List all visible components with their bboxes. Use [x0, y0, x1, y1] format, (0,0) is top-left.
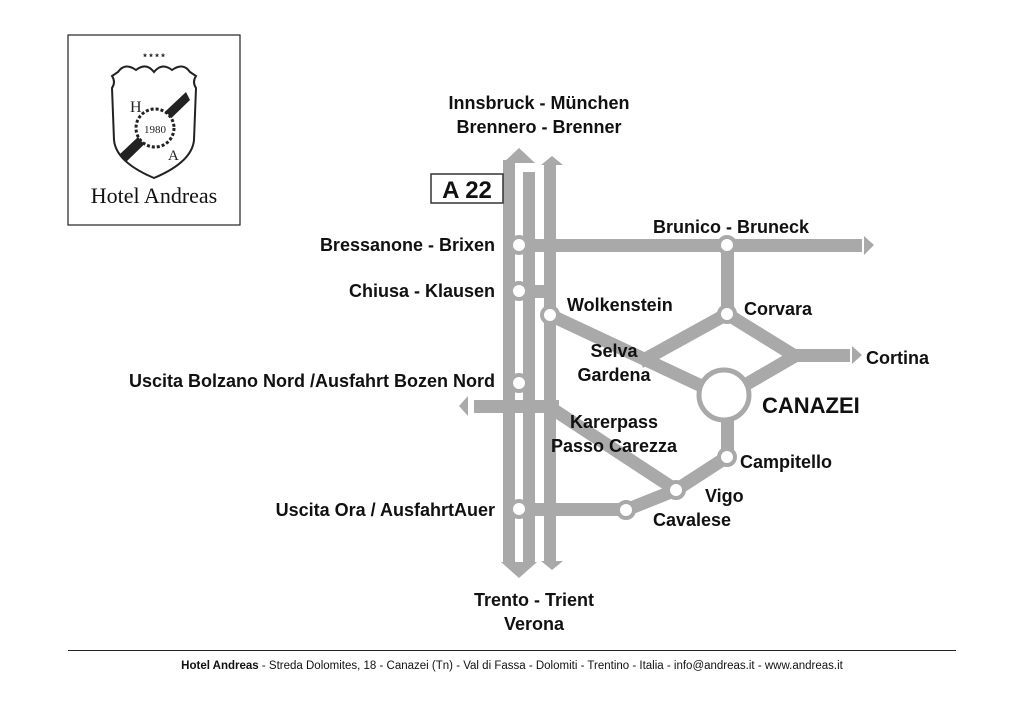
label-canazei: CANAZEI: [762, 393, 860, 418]
label-vigo: Vigo: [705, 486, 744, 506]
footer-address: - Streda Dolomites, 18 - Canazei (Tn) - …: [258, 660, 843, 672]
arrow-north-a: [503, 148, 535, 163]
arrow-south-a: [501, 562, 537, 578]
wreath-icon: [134, 107, 176, 149]
arrow-north-b: [541, 156, 563, 165]
road-links: [544, 308, 799, 517]
label-bozen: Uscita Bolzano Nord /Ausfahrt Bozen Nord: [129, 371, 495, 391]
label-cavalese: Cavalese: [653, 510, 731, 530]
label-klausen: Chiusa - Klausen: [349, 281, 495, 301]
logo-stars: * * * *: [143, 52, 165, 62]
label-corvara: Corvara: [744, 299, 813, 319]
node-vigo: [666, 480, 686, 500]
node-wolkenstein: [540, 305, 560, 325]
a22-lane-2: [523, 172, 535, 563]
node-canazei: [696, 367, 752, 423]
node-cavalese: [616, 500, 636, 520]
node-corvara: [717, 304, 737, 324]
label-south-2: Verona: [504, 614, 565, 634]
roads: [459, 148, 874, 578]
logo-name: Hotel Andreas: [91, 183, 217, 208]
logo-year: 1980: [144, 124, 167, 136]
node-klausen: [509, 281, 529, 301]
label-cortina: Cortina: [866, 348, 930, 368]
a22-badge: [430, 173, 504, 204]
logo-initial-top: H: [130, 99, 142, 116]
node-bozen: [509, 373, 529, 393]
label-auer: Uscita Ora / AusfahrtAuer: [276, 500, 495, 520]
arrow-south-b: [541, 561, 563, 570]
road-bruneck: [519, 239, 862, 252]
label-south-1: Trento - Trient: [474, 590, 594, 610]
label-wolkenstein: Wolkenstein: [567, 295, 673, 315]
nodes: [509, 235, 752, 520]
footer-hotel: Hotel Andreas: [181, 660, 259, 672]
a22-label: A 22: [442, 177, 492, 204]
label-karerpass-2: Passo Carezza: [551, 436, 678, 456]
node-campitello: [717, 447, 737, 467]
logo-initial-bottom: A: [168, 148, 179, 164]
node-bruneck: [717, 235, 737, 255]
node-brixen: [509, 235, 529, 255]
label-campitello: Campitello: [740, 452, 832, 472]
label-selva-1: Selva: [590, 341, 638, 361]
hotel-logo: * * * * 1980 H A Hotel Andreas: [67, 34, 241, 226]
node-auer: [509, 499, 529, 519]
label-selva-2: Gardena: [577, 365, 651, 385]
label-north-2: Brennero - Brenner: [456, 117, 621, 137]
a22-lane-1: [503, 160, 515, 563]
footer: Hotel Andreas - Streda Dolomites, 18 - C…: [0, 660, 1024, 672]
footer-rule: [68, 650, 956, 651]
label-north-1: Innsbruck - München: [448, 93, 629, 113]
a22-lane-3: [544, 164, 556, 563]
labels: Innsbruck - München Brennero - Brenner B…: [129, 93, 930, 634]
label-bruneck: Brunico - Bruneck: [653, 217, 810, 237]
label-brixen: Bressanone - Brixen: [320, 235, 495, 255]
label-karerpass-1: Karerpass: [570, 412, 658, 432]
